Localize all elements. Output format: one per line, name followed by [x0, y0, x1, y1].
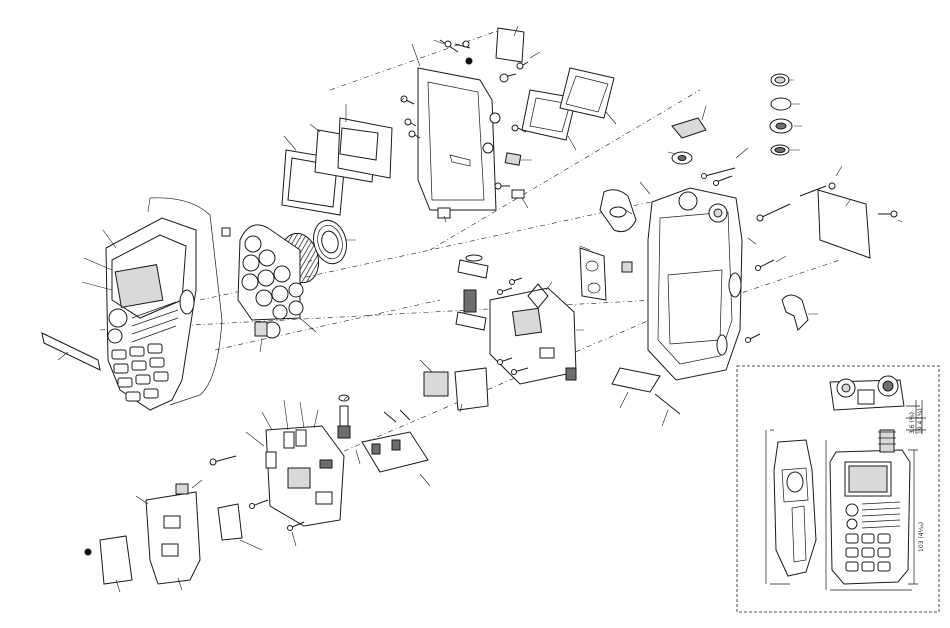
- black-dot-marker-top: [466, 58, 473, 65]
- lcd-stack: [282, 118, 392, 215]
- clip-small: [222, 228, 230, 236]
- shield-plate: [100, 484, 242, 584]
- antenna-connector-stack: [770, 74, 792, 155]
- battery-cover: [800, 183, 897, 258]
- knob-gear: [255, 322, 267, 336]
- dim-depth-top: 3.6 (¹⁄₈): [909, 412, 916, 434]
- spring-module: [456, 255, 488, 330]
- lower-pcb: [266, 426, 344, 526]
- rear-chassis: [648, 188, 742, 380]
- main-frame-plate: [418, 68, 500, 218]
- antenna-jack: [338, 395, 350, 438]
- top-sheets: [496, 28, 614, 198]
- top-knob-cap: [672, 118, 706, 164]
- dimension-inset: 3.6 (¹⁄₈) 19.4 (¾): [737, 366, 939, 612]
- mid-circuit-board: [490, 284, 576, 384]
- belt-clip: [782, 295, 808, 330]
- bottom-strip: [42, 333, 100, 370]
- black-dot-marker-bottom: [85, 549, 92, 556]
- dim-depth-total: 19.4 (¾): [917, 408, 924, 434]
- dim-height: 103 (4¹⁄₁₆): [918, 522, 925, 552]
- side-gaskets: [580, 190, 636, 300]
- front-panel: [106, 218, 196, 410]
- inset-front-view: [826, 430, 918, 590]
